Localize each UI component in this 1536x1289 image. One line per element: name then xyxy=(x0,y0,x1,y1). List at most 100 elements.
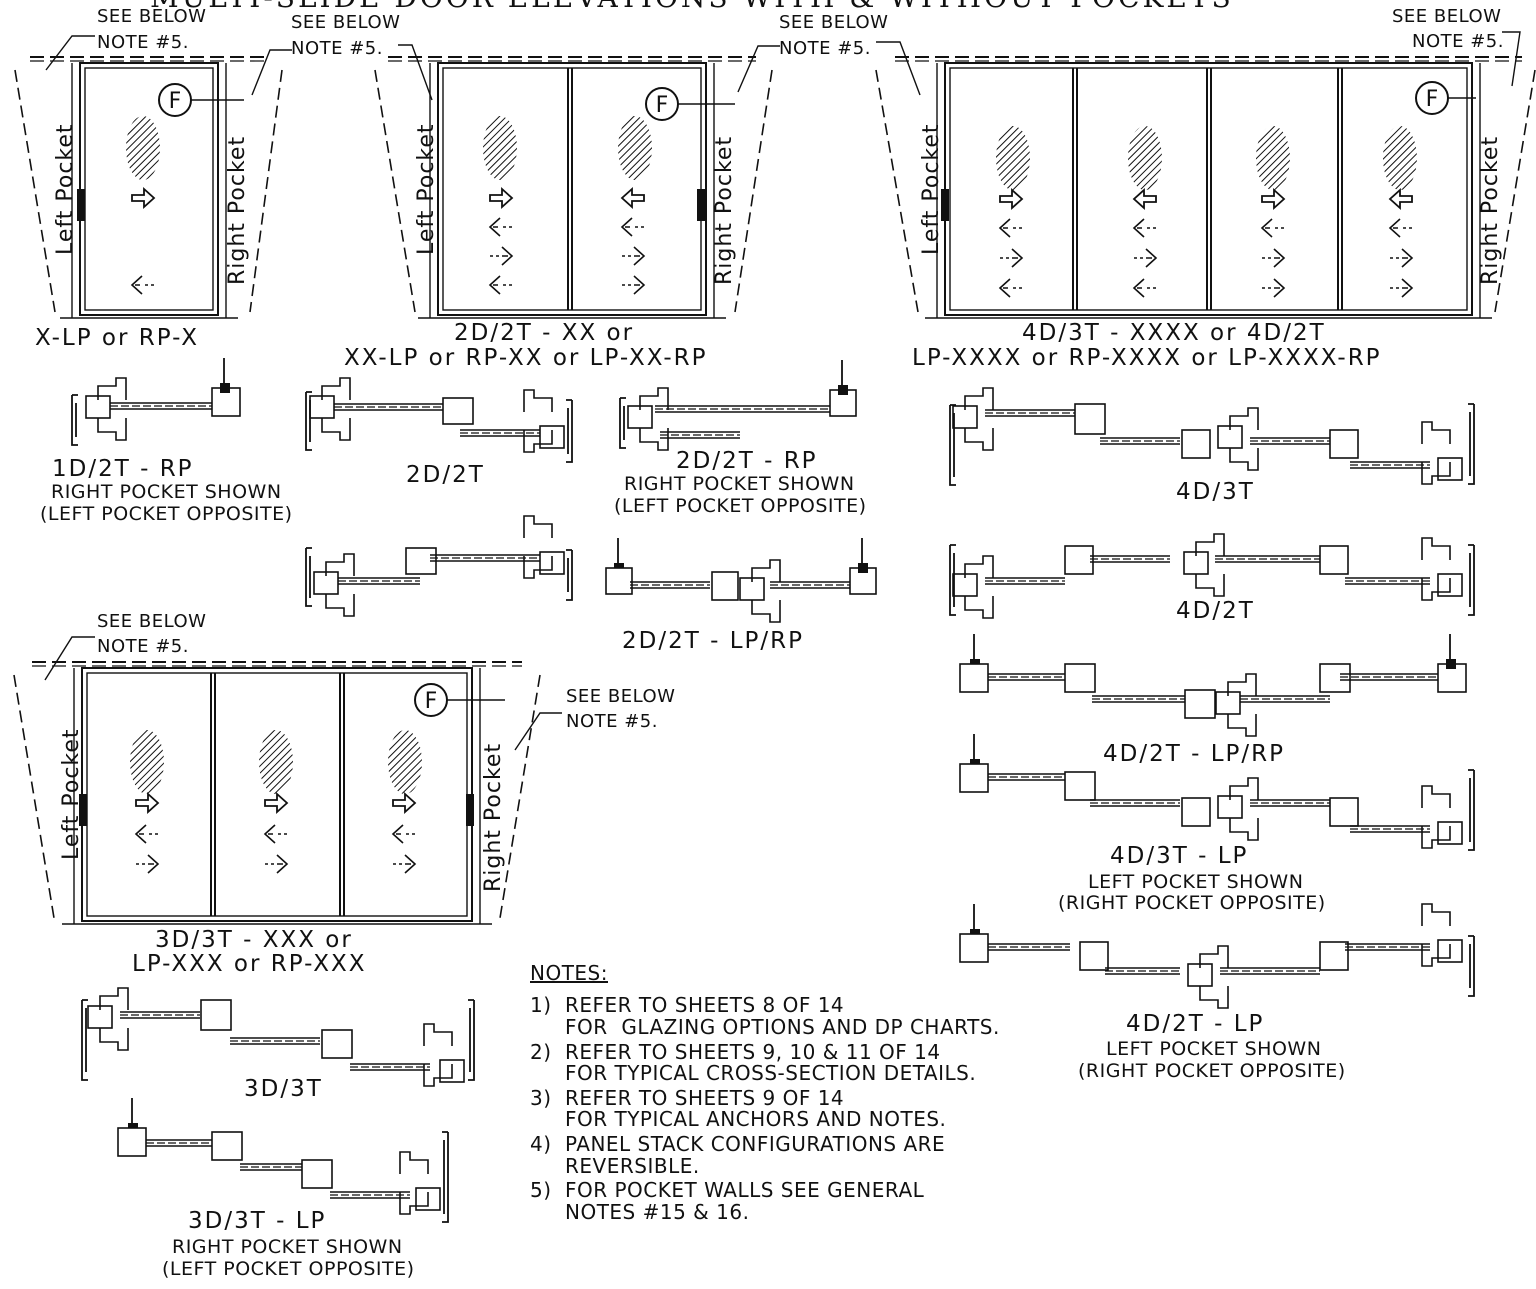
note-text: REFER TO SHEETS 9 OF 14 xyxy=(565,1086,845,1110)
pocket-shown-label: LEFT POCKET SHOWN xyxy=(1106,1038,1322,1060)
door-handle xyxy=(325,594,355,617)
interlock-box xyxy=(1181,797,1211,827)
lock-block xyxy=(952,405,978,429)
arrow-right-dashed-icon xyxy=(1134,248,1158,268)
note-text: PANEL STACK CONFIGURATIONS ARE xyxy=(565,1132,946,1156)
pocket-opposite-label: (LEFT POCKET OPPOSITE) xyxy=(162,1258,415,1280)
door-frame-inner xyxy=(949,67,1468,311)
pocket-wall-right xyxy=(499,674,541,919)
door-handle xyxy=(639,387,669,410)
interlock-box xyxy=(1074,403,1106,435)
lock-block xyxy=(1215,691,1241,715)
arrow-right-dashed-icon xyxy=(622,275,646,295)
door-handle xyxy=(523,389,553,412)
plan-caption: 2D/2T - LP/RP xyxy=(622,628,804,654)
door-handle xyxy=(1421,537,1451,560)
callout-leader xyxy=(1502,31,1521,87)
plan-caption: 4D/2T xyxy=(1176,598,1255,624)
lock-block xyxy=(1187,963,1213,987)
arrow-right-dashed-icon xyxy=(265,854,289,874)
lock-block xyxy=(1437,457,1463,481)
note-number: 4) xyxy=(530,1132,552,1156)
lock-block xyxy=(539,551,565,575)
frame-jamb xyxy=(442,1131,449,1223)
arrow-right-dashed-icon xyxy=(1390,278,1414,298)
elevation-caption: XX-LP or RP-XX or LP-XX-RP xyxy=(344,345,708,371)
see-below-callout: SEE BELOW xyxy=(97,611,207,632)
pocket-wall-left xyxy=(13,674,55,919)
arrow-right-dashed-icon xyxy=(1000,248,1024,268)
elevation-caption: 3D/3T - XXX or xyxy=(155,927,353,953)
door-handle xyxy=(639,428,669,451)
door-handle xyxy=(399,1192,429,1215)
callout-leader xyxy=(514,712,562,751)
arrow-right-icon xyxy=(1261,187,1286,211)
arrow-left-dashed-icon xyxy=(134,824,158,844)
note-text: FOR TYPICAL CROSS-SECTION DETAILS. xyxy=(565,1061,977,1085)
interlock-box xyxy=(849,567,877,595)
pocket-opposite-label: (RIGHT POCKET OPPOSITE) xyxy=(1078,1060,1346,1082)
frame-jamb xyxy=(949,544,956,616)
frame-jamb xyxy=(949,404,956,486)
lock-block xyxy=(85,395,111,419)
door-handle xyxy=(99,987,129,1010)
door-handle xyxy=(1227,714,1257,737)
interlock-box xyxy=(959,763,989,793)
door-handle xyxy=(1421,785,1451,808)
interlock-box xyxy=(1319,663,1351,693)
pocket-label-left: Left Pocket xyxy=(59,728,84,860)
plan-caption: 2D/2T - RP xyxy=(676,448,818,474)
interlock-box xyxy=(200,999,232,1031)
pocket-opposite-label: (LEFT POCKET OPPOSITE) xyxy=(40,503,293,525)
frame-jamb xyxy=(1468,935,1475,997)
pocket-wall-right xyxy=(734,69,773,313)
elevation-caption: 4D/3T - XXXX or 4D/2T xyxy=(1022,320,1326,346)
pull-handle xyxy=(77,189,85,221)
pocket-post-cap xyxy=(858,563,868,573)
note-text: REFER TO SHEETS 9, 10 & 11 OF 14 xyxy=(565,1040,941,1064)
arrow-right-dashed-icon xyxy=(393,854,417,874)
plan-caption: 4D/2T - LP/RP xyxy=(1103,741,1285,767)
lock-block xyxy=(1217,425,1243,449)
note-number: 2) xyxy=(530,1040,552,1064)
door-frame xyxy=(437,62,707,316)
arrow-left-icon xyxy=(1132,187,1157,211)
lock-block xyxy=(1183,551,1209,575)
lock-block xyxy=(313,571,339,595)
door-handle xyxy=(1229,448,1259,471)
note-ref-callout: NOTE #5. xyxy=(779,38,871,59)
note-ref-callout: NOTE #5. xyxy=(1412,31,1504,52)
interlock-box xyxy=(117,1127,147,1157)
frame-jamb xyxy=(1468,769,1475,851)
pull-handle xyxy=(941,189,949,221)
door-handle xyxy=(523,556,553,579)
elevation-caption: LP-XXXX or RP-XXXX or LP-XXXX-RP xyxy=(912,345,1382,371)
frame-jamb xyxy=(81,999,88,1081)
note-text: FOR POCKET WALLS SEE GENERAL xyxy=(565,1178,925,1202)
frame-jamb xyxy=(468,999,475,1081)
arrow-right-dashed-icon xyxy=(1262,248,1286,268)
arrow-left-dashed-icon xyxy=(1132,218,1156,238)
arrow-left-dashed-icon xyxy=(1388,218,1412,238)
glass-hatch-icon xyxy=(126,116,160,180)
plan-caption: 4D/3T - LP xyxy=(1110,843,1249,869)
frame-jamb xyxy=(1468,403,1475,485)
frame-jamb xyxy=(566,399,573,463)
door-handle xyxy=(325,553,355,576)
elevation-caption: X-LP or RP-X xyxy=(35,325,199,351)
door-handle xyxy=(1421,578,1451,601)
arrow-left-dashed-icon xyxy=(998,218,1022,238)
lock-block xyxy=(87,1005,113,1029)
interlock-box xyxy=(1064,545,1094,575)
door-handle xyxy=(1229,407,1259,430)
door-handle xyxy=(523,430,553,453)
glass-hatch-icon xyxy=(1256,126,1290,190)
interlock-box xyxy=(1329,797,1359,827)
fixed-panel-letter: F xyxy=(425,689,438,714)
interlock-box xyxy=(1319,545,1349,575)
arrow-right-dashed-icon xyxy=(1390,248,1414,268)
plan-caption: 2D/2T xyxy=(406,462,485,488)
glass-hatch-icon xyxy=(388,730,422,794)
glass-hatch-icon xyxy=(1128,126,1162,190)
pocket-label-left: Left Pocket xyxy=(414,123,439,255)
